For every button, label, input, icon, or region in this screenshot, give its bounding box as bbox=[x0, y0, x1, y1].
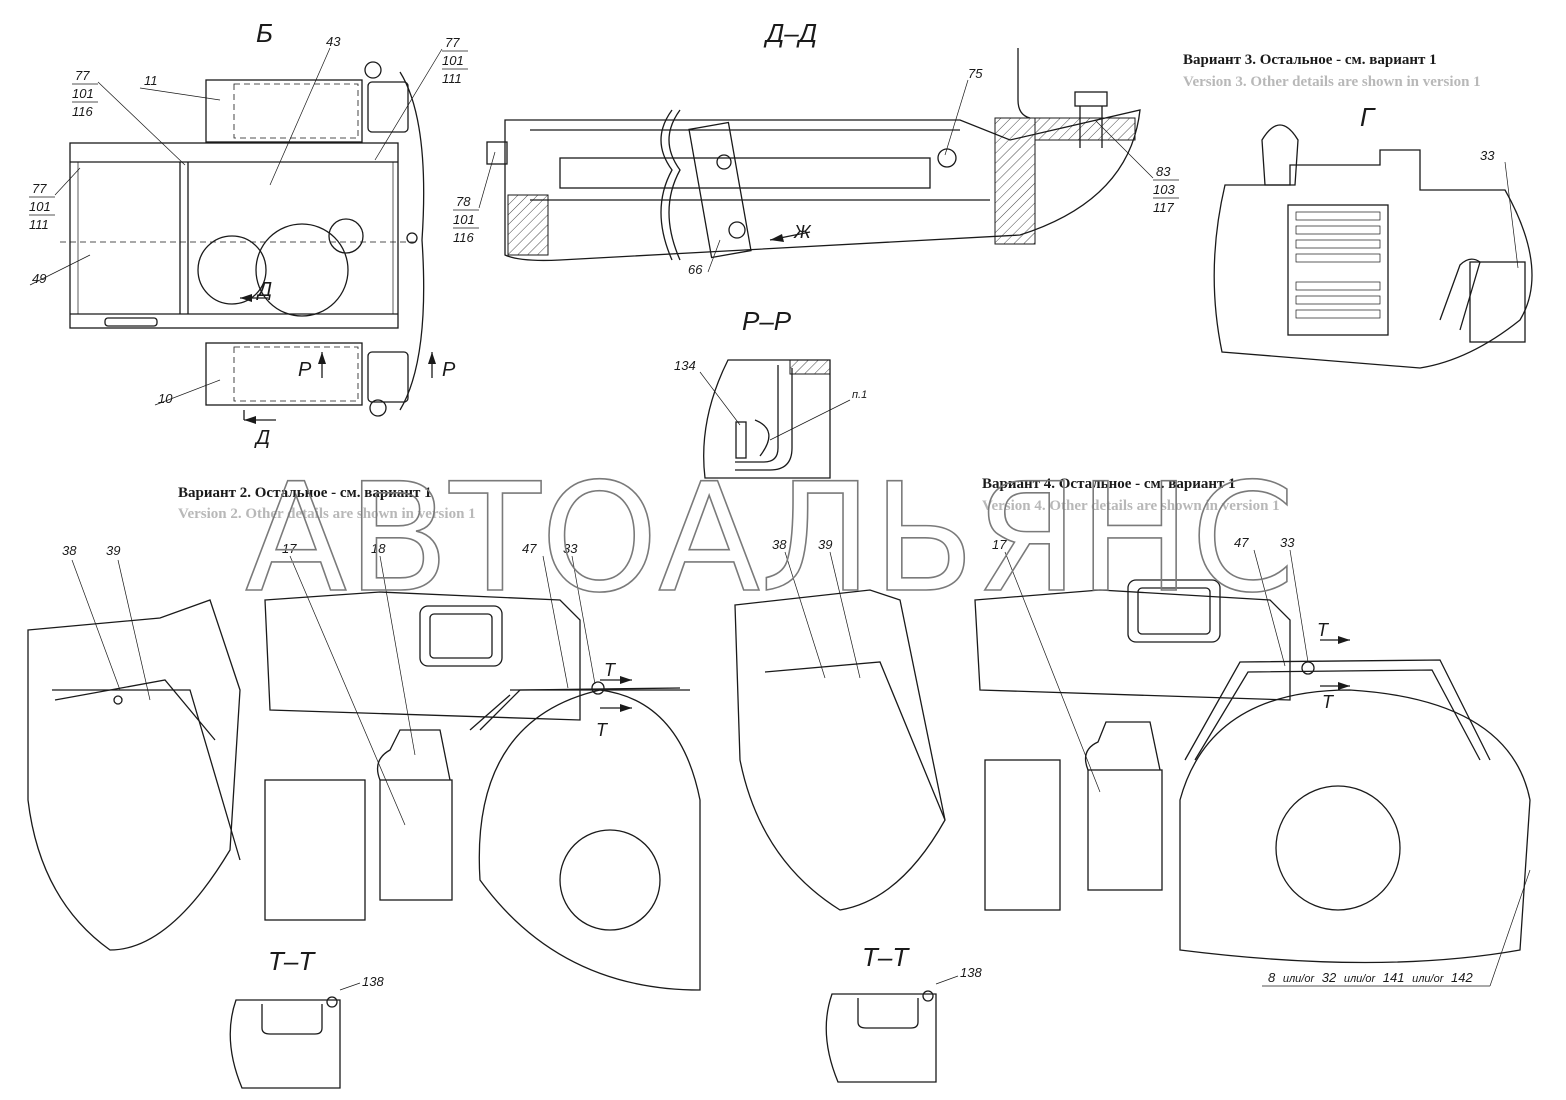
view-pp-title: Р–Р bbox=[742, 306, 792, 336]
view-g-title: Г bbox=[1360, 102, 1376, 132]
v2-callout-39: 39 bbox=[106, 543, 120, 558]
view-tt-right: Т–Т 138 bbox=[825, 942, 982, 1083]
v4-callout-33: 33 bbox=[1280, 535, 1295, 550]
tt-right-callout-138: 138 bbox=[960, 965, 982, 980]
svg-text:101: 101 bbox=[453, 212, 475, 227]
platform-frame bbox=[69, 142, 399, 329]
svg-text:117: 117 bbox=[1153, 200, 1174, 215]
callout-43: 43 bbox=[326, 34, 341, 49]
v2-callout-18: 18 bbox=[371, 541, 386, 556]
svg-text:101: 101 bbox=[72, 86, 94, 101]
svg-text:8 или/or 32: 8 или/or 32 или/or 141 или/or 142 bbox=[1268, 970, 1473, 985]
v4-engine-housing bbox=[974, 589, 1291, 701]
callout-stack-78-101-116: 78 101 116 bbox=[453, 151, 496, 245]
cut-label-zh: Ж bbox=[793, 222, 812, 242]
view-tt-right-title: Т–Т bbox=[862, 942, 910, 972]
v4-cab-front bbox=[734, 589, 946, 911]
svg-text:77: 77 bbox=[445, 35, 460, 50]
round-hatch-right bbox=[255, 223, 349, 317]
callout-g-33: 33 bbox=[1480, 148, 1495, 163]
svg-text:77: 77 bbox=[75, 68, 90, 83]
v4-callout-47: 47 bbox=[1234, 535, 1249, 550]
svg-text:116: 116 bbox=[453, 230, 474, 245]
v4-callout-17: 17 bbox=[992, 537, 1007, 552]
v2-callout-33: 33 bbox=[563, 541, 578, 556]
svg-text:103: 103 bbox=[1153, 182, 1175, 197]
v4-callout-39: 39 bbox=[818, 537, 832, 552]
grille-slots bbox=[1295, 211, 1381, 319]
view-dd-section: Д–Д Ж 75 66 78 101 116 bbox=[453, 18, 1179, 277]
callout-stack-77-101-111-right: 77 101 111 bbox=[374, 35, 468, 161]
v2-engine-housing bbox=[264, 591, 581, 721]
cut-label-d-bottom: Д bbox=[254, 427, 270, 449]
v2-callout-17: 17 bbox=[282, 541, 297, 556]
alternative-parts-callout: 8 или/or 32 или/or 141 или/or 142 bbox=[1262, 869, 1531, 987]
tt-left-callout-138: 138 bbox=[362, 974, 384, 989]
svg-text:111: 111 bbox=[29, 217, 49, 232]
callout-49: 49 bbox=[32, 271, 46, 286]
v2-wheel bbox=[478, 689, 701, 991]
round-hatch-left bbox=[197, 235, 267, 305]
svg-text:83: 83 bbox=[1156, 164, 1171, 179]
view-pp-section: Р–Р 134 п.1 bbox=[674, 306, 867, 479]
callout-stack-77-101-116-left: 77 101 116 bbox=[72, 68, 186, 166]
callout-134: 134 bbox=[674, 358, 696, 373]
variant-2-block: Вариант 2. Остальное - см. вариант 1 Ver… bbox=[27, 485, 701, 991]
svg-text:111: 111 bbox=[442, 71, 462, 86]
callout-stack-83-103-117: 83 103 117 bbox=[1094, 119, 1179, 215]
v2-cut-t-bottom: Т bbox=[596, 720, 609, 740]
v4-cut-t-top: Т bbox=[1317, 620, 1330, 640]
callout-75: 75 bbox=[968, 66, 983, 81]
svg-text:101: 101 bbox=[442, 53, 464, 68]
exhaust-cap bbox=[1261, 124, 1299, 186]
cut-label-p-right: Р bbox=[442, 359, 456, 381]
svg-text:116: 116 bbox=[72, 104, 93, 119]
v4-cut-t-bottom: Т bbox=[1322, 692, 1335, 712]
view-tt-left-title: Т–Т bbox=[268, 946, 316, 976]
variant-3-block: Вариант 3. Остальное - см. вариант 1 Ver… bbox=[1183, 52, 1533, 369]
callout-66: 66 bbox=[688, 262, 703, 277]
watermark-text: АВТОАЛЬЯНС bbox=[245, 452, 1295, 626]
v4-callout-38: 38 bbox=[772, 537, 787, 552]
v2-cut-t-top: Т bbox=[604, 660, 617, 680]
v2-callout-38: 38 bbox=[62, 543, 77, 558]
view-b-top-plan: Б Д Д Р Р bbox=[29, 18, 468, 449]
caption-variant-3-en: Version 3. Other details are shown in ve… bbox=[1183, 74, 1481, 90]
svg-text:101: 101 bbox=[29, 199, 51, 214]
callout-10: 10 bbox=[158, 391, 173, 406]
svg-text:77: 77 bbox=[32, 181, 47, 196]
v4-handrail bbox=[1184, 659, 1491, 761]
caption-variant-2-ru: Вариант 2. Остальное - см. вариант 1 bbox=[178, 485, 432, 501]
variant-4-block: Вариант 4. Остальное - см. вариант 1 Ver… bbox=[734, 476, 1531, 987]
box-top bbox=[205, 79, 363, 143]
caption-variant-4-ru: Вариант 4. Остальное - см. вариант 1 bbox=[982, 476, 1236, 492]
box-bottom bbox=[205, 342, 363, 406]
callout-stack-77-101-111-left: 77 101 111 bbox=[29, 167, 81, 232]
cut-label-p-left: Р bbox=[298, 359, 312, 381]
v2-callout-47: 47 bbox=[522, 541, 537, 556]
view-tt-left: Т–Т 138 bbox=[229, 946, 384, 1089]
v4-wheel bbox=[1179, 689, 1531, 964]
view-b-title: Б bbox=[256, 18, 273, 48]
callout-p1: п.1 bbox=[852, 389, 867, 401]
caption-variant-3-ru: Вариант 3. Остальное - см. вариант 1 bbox=[1183, 52, 1437, 68]
cut-label-d-top: Д bbox=[256, 279, 272, 301]
v2-cab-front bbox=[27, 599, 241, 951]
callout-11: 11 bbox=[144, 73, 158, 88]
caption-variant-4-en: Version 4. Other details are shown in ve… bbox=[982, 498, 1280, 514]
view-dd-title: Д–Д bbox=[763, 18, 817, 48]
caption-variant-2-en: Version 2. Other details are shown in ve… bbox=[178, 506, 476, 522]
svg-text:78: 78 bbox=[456, 194, 471, 209]
